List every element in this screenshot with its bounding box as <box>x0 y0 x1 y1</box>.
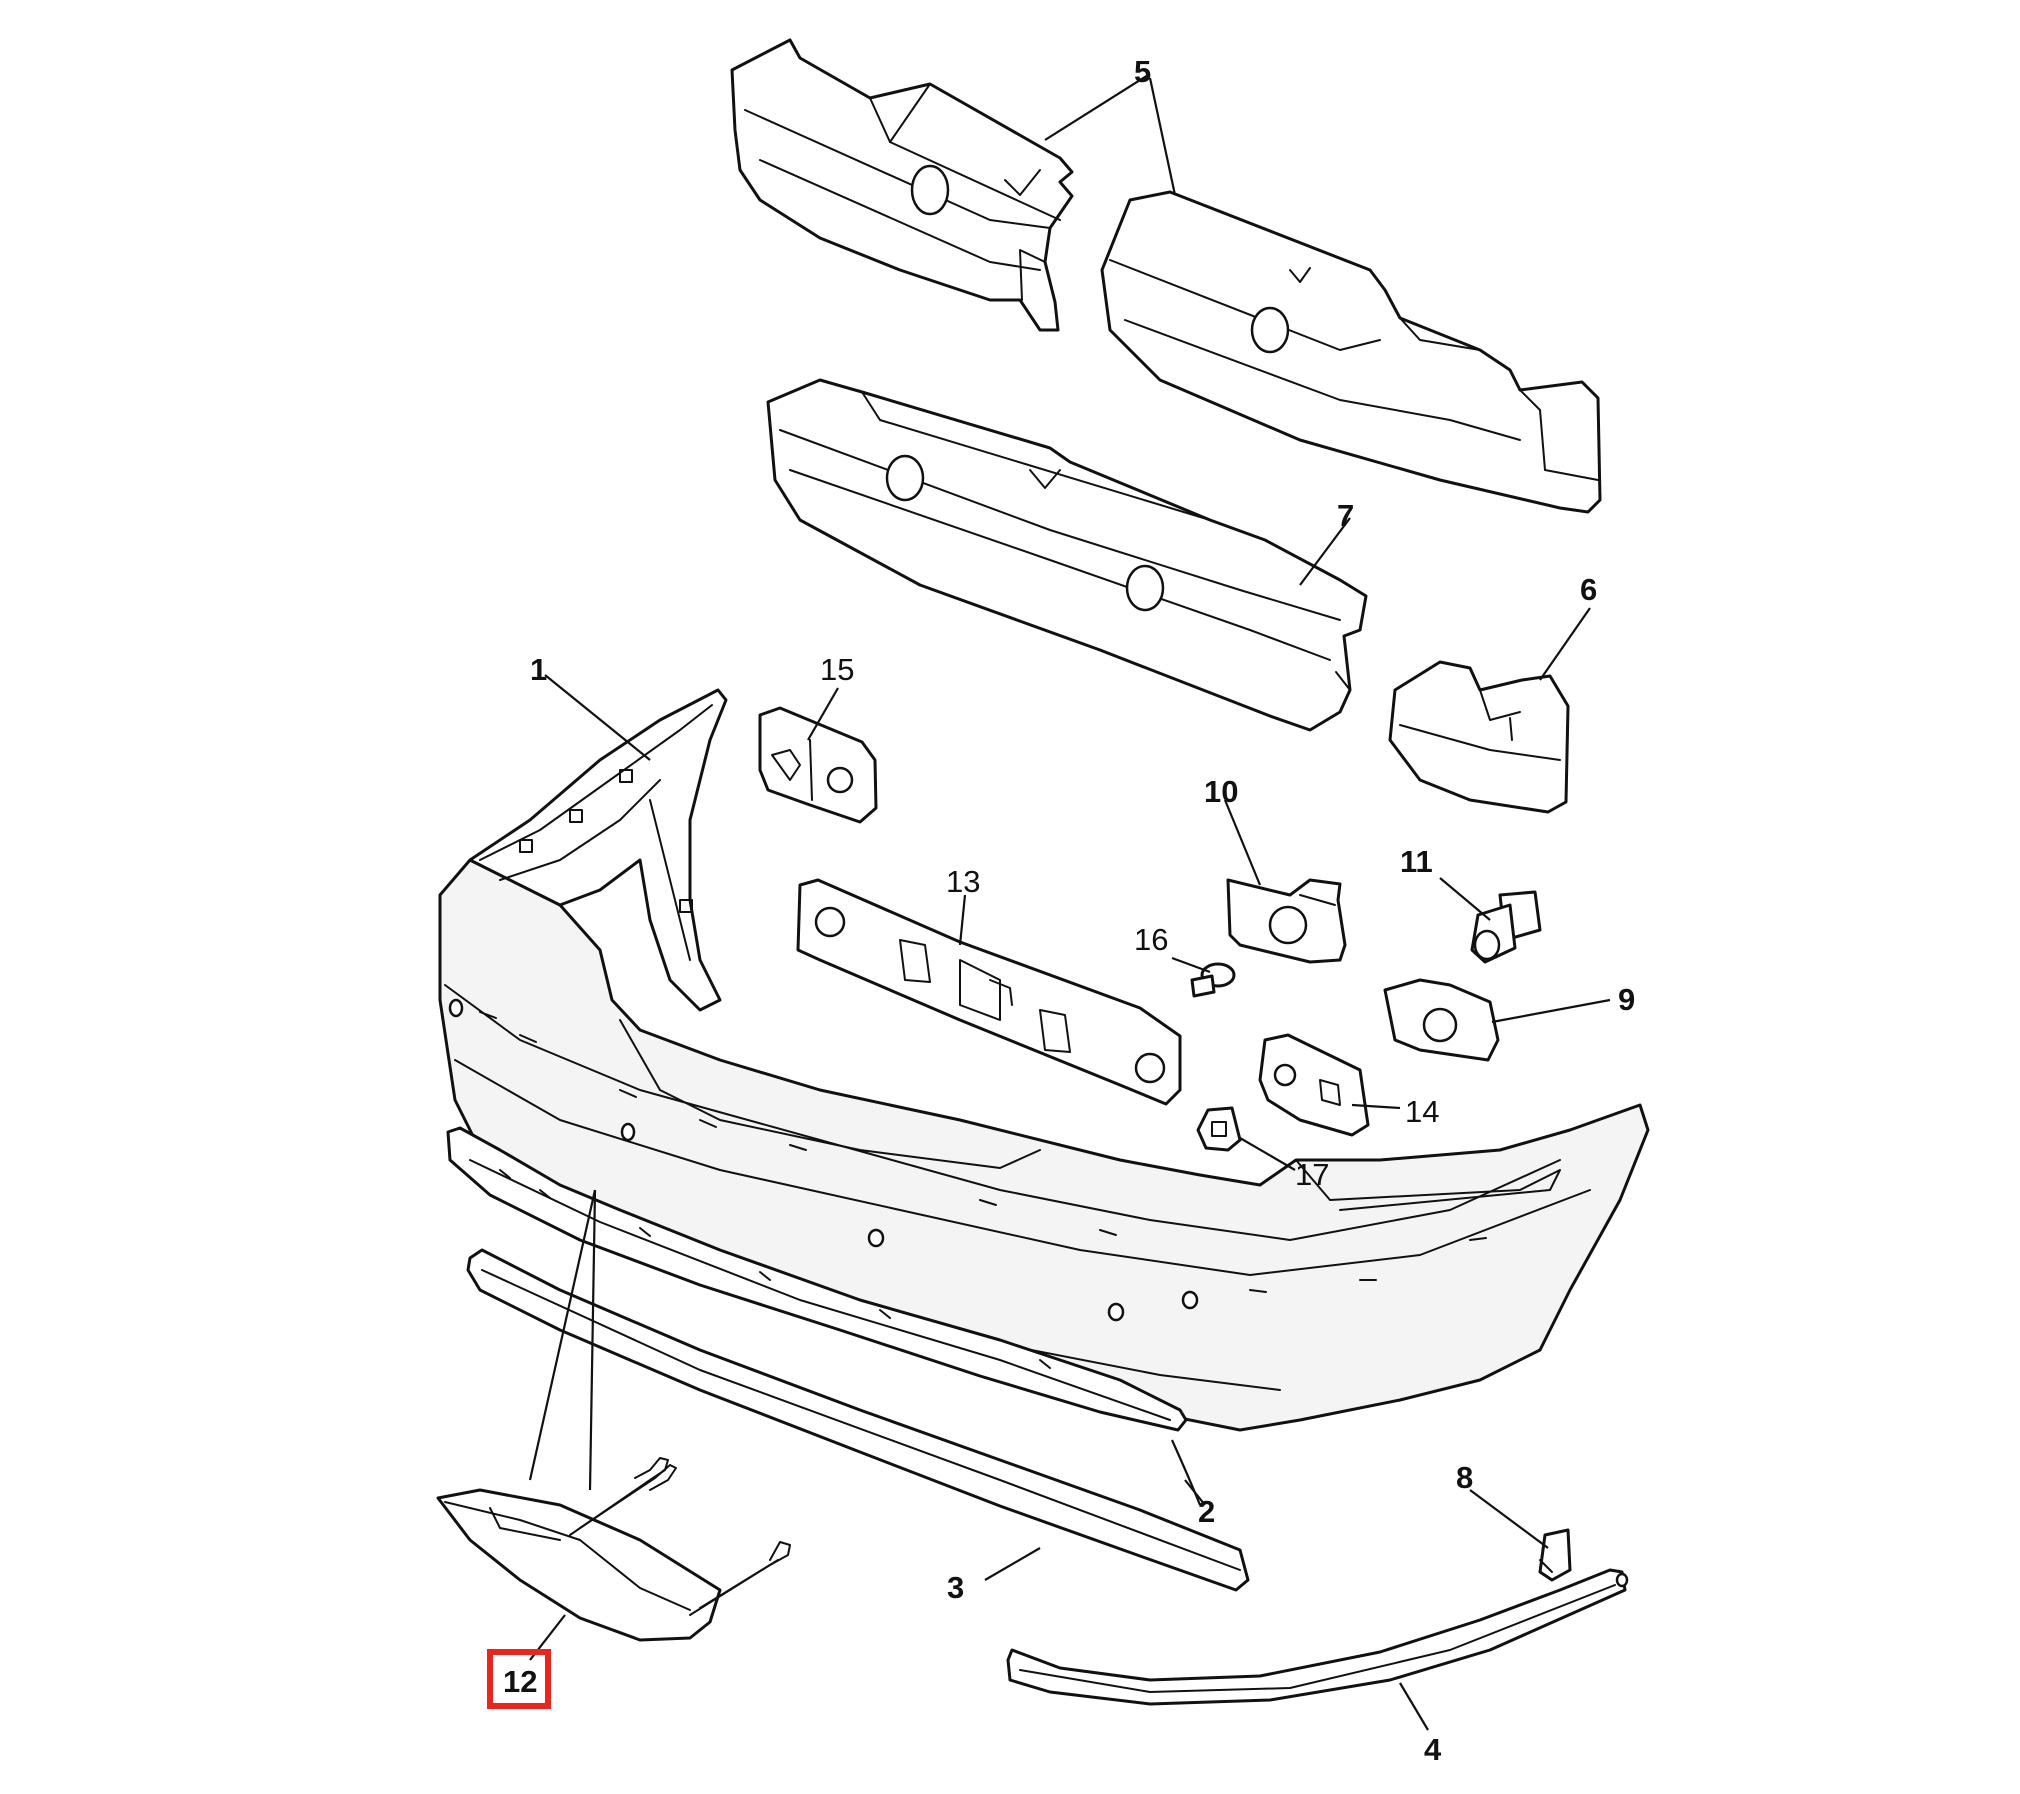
part-3-trim-strip <box>466 1248 1250 1592</box>
part-15-mounting-plate <box>758 706 878 824</box>
part-6-side-absorber <box>1388 660 1570 814</box>
callout-6: 6 <box>1580 572 1597 607</box>
callout-13: 13 <box>946 864 980 899</box>
callout-17: 17 <box>1295 1157 1329 1192</box>
callout-14: 14 <box>1405 1094 1439 1129</box>
part-4-curved-strip <box>1006 1568 1629 1706</box>
callout-12: 12 <box>503 1664 537 1699</box>
highlight-box <box>487 1649 551 1709</box>
callout-4: 4 <box>1424 1732 1442 1767</box>
part-14-mounting-plate <box>1258 1033 1370 1137</box>
part-8-clip <box>1538 1528 1572 1582</box>
callout-1: 1 <box>530 652 547 687</box>
part-10-sensor-holder <box>1226 878 1347 964</box>
part-13-plate-bracket <box>796 878 1182 1106</box>
part-1-bumper-cover <box>438 688 1650 1432</box>
part-2-lower-strip <box>446 1126 1188 1432</box>
callout-15: 15 <box>820 652 854 687</box>
callout-16: 16 <box>1134 922 1168 957</box>
part-11-pdc-sensor <box>1470 890 1542 964</box>
part-7-absorber-center <box>766 378 1368 732</box>
callouts: 5 7 6 1 15 10 11 13 16 9 14 17 8 2 3 4 <box>530 54 1635 1767</box>
part-5-absorber-left <box>730 38 1074 332</box>
callout-7: 7 <box>1337 498 1354 533</box>
part-12-tow-hook-cover <box>436 1457 791 1642</box>
callout-3: 3 <box>947 1570 964 1605</box>
callout-8: 8 <box>1456 1460 1473 1495</box>
callout-10: 10 <box>1204 774 1238 809</box>
part-9-sensor-holder <box>1383 978 1500 1062</box>
leader-lines <box>528 74 1611 1731</box>
highlighted-callout: 12 <box>487 1649 551 1709</box>
part-17-nut-clip <box>1196 1106 1242 1152</box>
callout-2: 2 <box>1198 1494 1215 1529</box>
callout-5: 5 <box>1134 54 1151 89</box>
callout-11: 11 <box>1400 844 1433 879</box>
callout-9: 9 <box>1618 982 1635 1017</box>
part-16-clip <box>1190 962 1236 998</box>
part-5-absorber-right <box>1100 190 1602 514</box>
